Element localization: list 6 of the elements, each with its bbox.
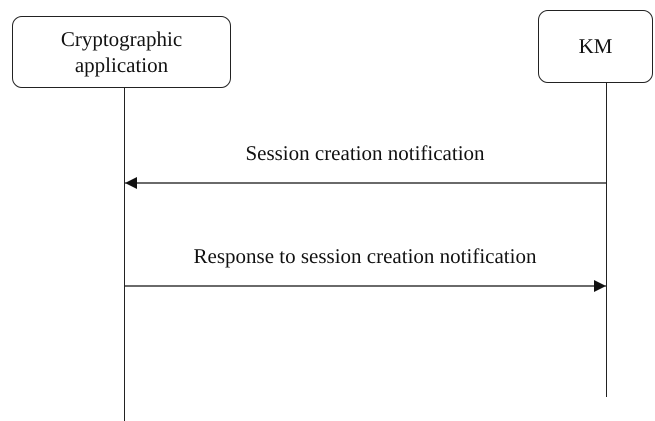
message-arrow: [125, 177, 606, 189]
lifeline: [124, 88, 125, 421]
participant-box: Cryptographic application: [12, 16, 231, 88]
participant-box: KM: [538, 10, 653, 83]
lifeline: [606, 83, 607, 397]
message-arrow: [125, 280, 606, 292]
